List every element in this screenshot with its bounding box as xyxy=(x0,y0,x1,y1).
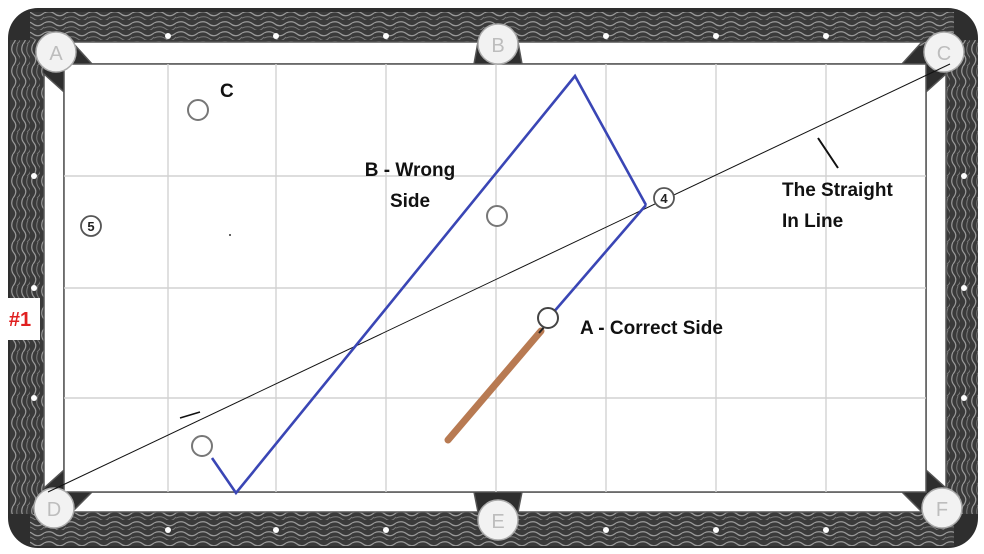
pocket-f-label: F xyxy=(936,499,948,521)
cue-stick xyxy=(444,327,545,444)
label-correct-side: A - Correct Side xyxy=(580,318,723,339)
wrong-side-path xyxy=(210,73,648,496)
ball-c-position xyxy=(187,99,209,121)
pocket-f: F xyxy=(921,487,963,529)
diagram-number: #1 xyxy=(9,309,31,331)
pocket-e-label: E xyxy=(491,511,504,533)
table-cushions xyxy=(43,41,947,513)
label-wrong-side-line1: B - Wrong xyxy=(365,160,455,181)
pocket-c: C xyxy=(923,31,965,73)
pocket-a-label: A xyxy=(49,43,63,65)
pocket-c-label: C xyxy=(937,43,951,65)
ball-4-number: 4 xyxy=(660,191,668,206)
ball-4: 4 xyxy=(653,187,675,209)
pocket-b: B xyxy=(477,23,519,65)
pocket-e: E xyxy=(477,499,519,541)
pocket-b-label: B xyxy=(491,35,504,57)
pocket-d-label: D xyxy=(47,499,61,521)
cue-ball xyxy=(537,307,559,329)
cue-ball-bottom xyxy=(191,435,213,457)
straight-line-pointer xyxy=(817,137,839,169)
table-felt xyxy=(63,63,927,493)
rail-diamonds xyxy=(31,33,967,533)
label-wrong-side-line2: Side xyxy=(390,191,430,212)
felt-dot xyxy=(229,234,231,236)
ghost-ball xyxy=(486,205,508,227)
label-c: C xyxy=(220,81,234,102)
ball-5: 5 xyxy=(80,215,102,237)
diagram-number-bg xyxy=(0,298,40,340)
correct-side-path xyxy=(551,204,647,315)
pocket-a: A xyxy=(35,31,77,73)
pocket-d: D xyxy=(33,487,75,529)
ball-5-number: 5 xyxy=(87,219,94,234)
line-tick-mark xyxy=(179,411,201,419)
label-straight-line1: The Straight xyxy=(782,180,894,201)
straight-in-line xyxy=(47,63,951,493)
label-straight-line2: In Line xyxy=(782,211,843,232)
